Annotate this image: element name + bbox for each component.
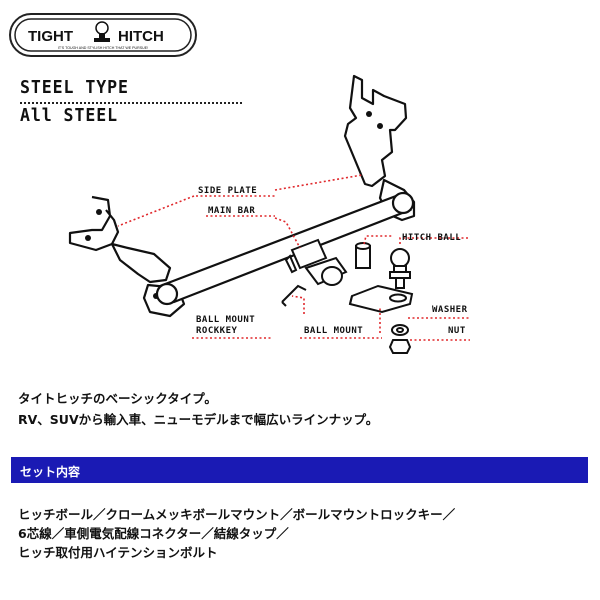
hitch-parts-diagram: SIDE PLATE MAIN BAR HITCH BALL WASHER NU… [68, 74, 470, 354]
set-items-line-1: ヒッチボール／クロームメッキボールマウント／ボールマウントロックキー／ [18, 507, 456, 522]
label-ball-mount: BALL MOUNT [304, 326, 363, 336]
label-nut: NUT [448, 326, 466, 336]
product-type-heading: STEEL TYPE All STEEL [20, 78, 245, 128]
ball-mount [348, 284, 414, 314]
hitch-ball-icon [94, 21, 110, 42]
description-line-2: RV、SUVから輸入車、ニューモデルまで幅広いラインナップ。 [18, 412, 379, 427]
label-washer: WASHER [432, 305, 468, 315]
set-items-line-2: 6芯線／車側電気配線コネクター／結線タップ／ [18, 526, 289, 541]
heading-divider [20, 102, 242, 104]
logo-tagline: IT'S TOUGH AND STYLISH HITCH THAT WE PUR… [58, 46, 148, 50]
left-side-plate [68, 195, 186, 318]
set-contents-title: セット内容 [20, 465, 81, 479]
lock-key [281, 284, 307, 307]
nut [388, 339, 412, 354]
product-description: タイトヒッチのベーシックタイプ。 RV、SUVから輸入車、ニューモデルまで幅広い… [18, 388, 588, 430]
label-ball-mount-rockkey-line2: ROCKKEY [196, 326, 238, 336]
label-side-plate: SIDE PLATE [198, 186, 257, 196]
ball-mount-shank [304, 256, 348, 286]
description-line-1: タイトヒッチのベーシックタイプ。 [18, 391, 217, 406]
washer [391, 324, 409, 336]
label-main-bar: MAIN BAR [208, 206, 255, 216]
pin [355, 242, 371, 269]
logo-brand-left: TIGHT [28, 28, 73, 45]
steel-type-label: STEEL TYPE [20, 77, 129, 98]
leader-lines [117, 174, 470, 341]
hitch-ball [389, 248, 411, 289]
set-contents-header: セット内容 [11, 457, 588, 483]
label-ball-mount-rockkey-line1: BALL MOUNT [196, 315, 255, 325]
set-items-line-3: ヒッチ取付用ハイテンションボルト [18, 545, 218, 560]
main-bar [155, 191, 415, 306]
receiver [284, 238, 328, 274]
all-steel-label: All STEEL [20, 105, 119, 126]
logo-brand-right: HITCH [118, 28, 164, 45]
label-hitch-ball: HITCH BALL [402, 233, 461, 243]
tight-hitch-logo: TIGHT HITCH IT'S TOUGH AND STYLISH HITCH… [8, 12, 198, 58]
set-contents-list: ヒッチボール／クロームメッキボールマウント／ボールマウントロックキー／ 6芯線／… [18, 505, 593, 562]
